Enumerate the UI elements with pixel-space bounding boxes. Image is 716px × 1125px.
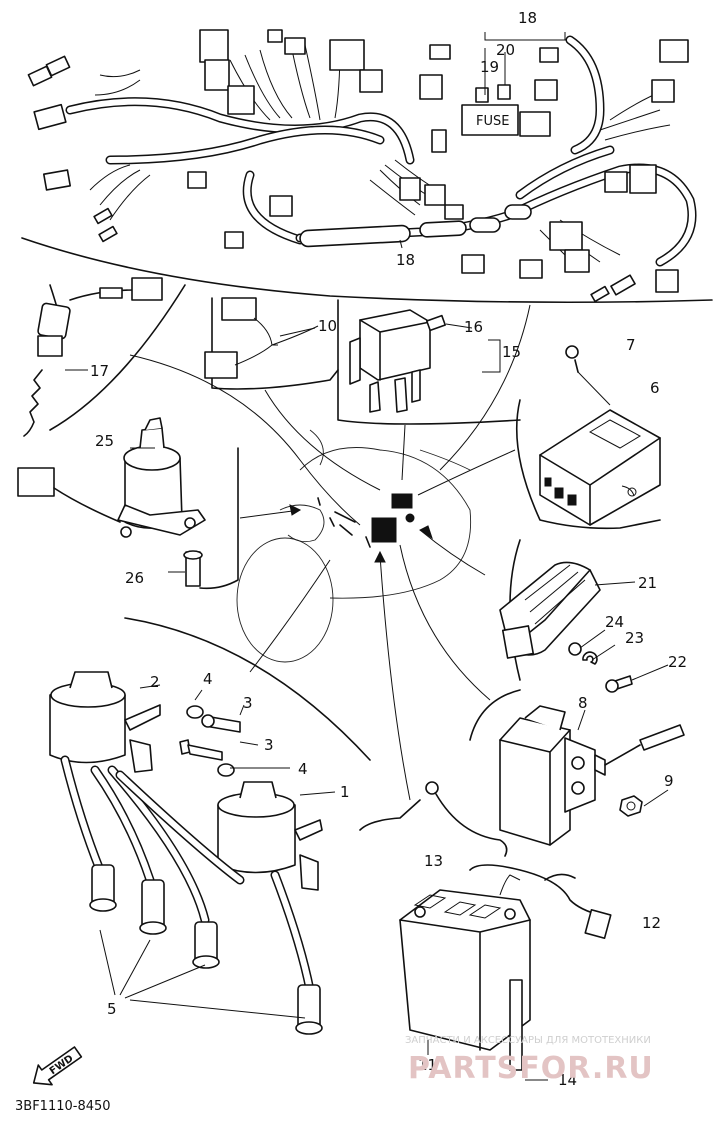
- fuse-box-label: FUSE: [476, 114, 509, 129]
- callout-2: 2: [150, 673, 160, 691]
- watermark-tagline: ЗАПЧАСТИ И АКСЕССУАРЫ ДЛЯ МОТОТЕХНИКИ: [405, 1035, 651, 1046]
- callout-11-label: 11: [418, 1056, 437, 1074]
- wire-harness-group: FUSE: [21, 29, 713, 304]
- ignition-coils: [49, 617, 371, 1035]
- callout-1: 1: [340, 783, 350, 801]
- callout-12: 12: [642, 914, 661, 932]
- callout-14: 14: [558, 1071, 577, 1089]
- relay-15: [337, 299, 521, 425]
- main-switch-25: [17, 417, 239, 590]
- callout-23-label: 23: [625, 629, 644, 647]
- callout-4-bottom: 4: [298, 760, 308, 778]
- callout-15: 15: [502, 343, 521, 361]
- watermark-brand: PARTSFOR.RU: [408, 1051, 654, 1086]
- neutral-switch-17: [23, 277, 186, 437]
- callout-17: 17: [90, 362, 109, 380]
- callout-labels: 18 20 19 18 17 10 16 15 7 6 25 26 21 24 …: [90, 9, 674, 1089]
- location-arrows: [129, 304, 531, 801]
- connector-10: [204, 297, 339, 390]
- callout-5: 5: [107, 1000, 117, 1018]
- callout-16: 16: [464, 318, 483, 336]
- callout-9: 9: [664, 772, 674, 790]
- callout-20: 20: [496, 41, 515, 59]
- callout-3-bottom: 3: [264, 736, 274, 754]
- frame-outline: [236, 429, 472, 663]
- callout-25: 25: [95, 432, 114, 450]
- battery-11: [359, 781, 612, 1081]
- callout-6: 6: [650, 379, 660, 397]
- starter-relay-8: [469, 689, 685, 846]
- cdi-unit-6: [515, 345, 661, 530]
- callout-7: 7: [626, 336, 636, 354]
- callout-3-top: 3: [243, 694, 253, 712]
- callout-8: 8: [578, 694, 588, 712]
- leader-lines: [65, 327, 316, 573]
- callout-24: 24: [605, 613, 624, 631]
- callout-10: 10: [318, 317, 337, 335]
- callout-21: 21: [638, 574, 657, 592]
- callout-18-bottom: 18: [396, 251, 415, 269]
- callout-26: 26: [125, 569, 144, 587]
- callout-13: 13: [424, 852, 443, 870]
- callout-19: 19: [480, 58, 499, 76]
- fwd-arrow: FWD: [32, 1046, 83, 1086]
- watermark: ЗАПЧАСТИ И АКСЕССУАРЫ ДЛЯ МОТОТЕХНИКИ PA…: [405, 1035, 654, 1086]
- callout-22: 22: [668, 653, 687, 671]
- callout-4-top: 4: [203, 670, 213, 688]
- callout-labels-extra: 23 22 11: [418, 629, 687, 1074]
- diagram-code: 3BF1110-8450: [15, 1099, 111, 1114]
- regulator-21: [499, 539, 669, 693]
- callout-18-top: 18: [518, 9, 537, 27]
